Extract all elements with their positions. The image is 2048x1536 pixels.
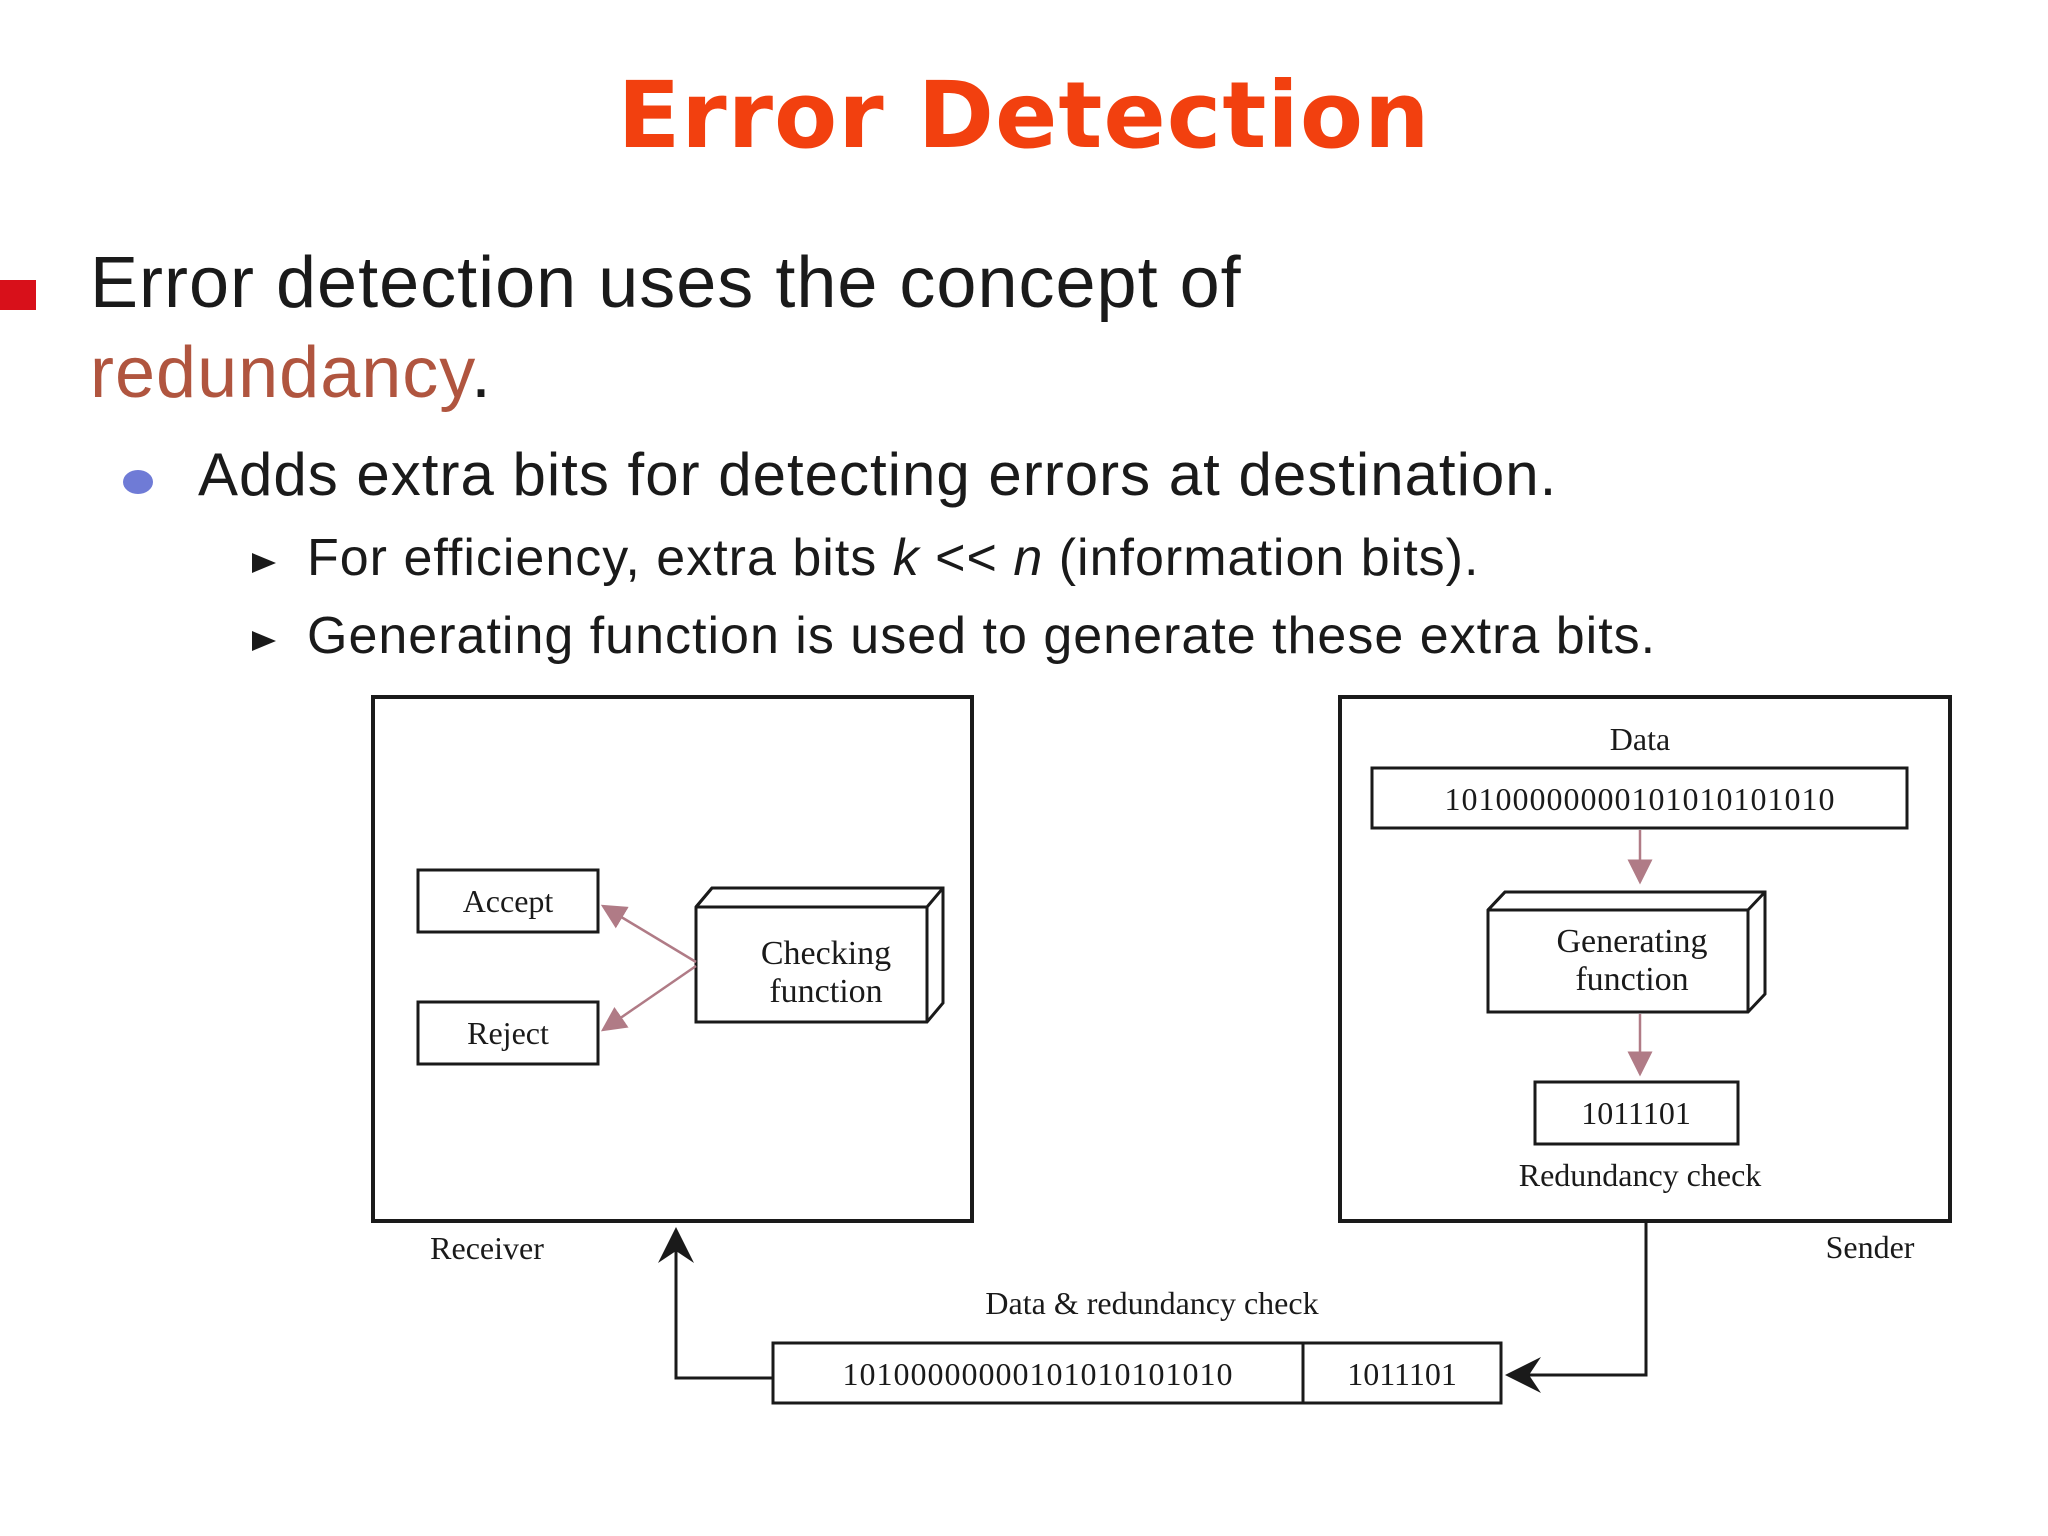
reject-label: Reject	[467, 1015, 549, 1051]
transmission-redundancy-box	[1301, 1341, 1503, 1405]
receiver-label: Receiver	[430, 1230, 544, 1266]
bullet-redundancy: Error detection uses the concept of redu…	[90, 238, 1990, 418]
bullet-efficiency: For efficiency, extra bits k << n (infor…	[307, 528, 1479, 588]
bullet-marker-triangle	[252, 553, 276, 573]
sender-data-bits: 10100000000101010101010	[1445, 781, 1836, 817]
redundancy-bits: 1011101	[1581, 1095, 1691, 1131]
receiver-box	[371, 695, 974, 1223]
accept-label: Accept	[463, 883, 554, 919]
transmission-redundancy-bits: 1011101	[1347, 1356, 1457, 1392]
accept-box	[416, 868, 600, 934]
transmission-data-bits: 10100000000101010101010	[843, 1356, 1234, 1392]
redundancy-box	[1533, 1080, 1740, 1146]
checking-function-line2: function	[769, 973, 882, 1010]
redundancy-label: Redundancy check	[1519, 1157, 1762, 1193]
generating-function-line2: function	[1575, 961, 1688, 998]
arrow-to-accept	[600, 904, 697, 964]
checking-function-line1: Checking	[761, 935, 891, 972]
generating-function-line1: Generating	[1556, 923, 1707, 960]
bullet-marker-triangle	[252, 631, 276, 651]
data-label: Data	[1610, 721, 1670, 757]
arrow-to-reject	[600, 964, 697, 1032]
operator: <<	[919, 529, 1014, 587]
bullet-extra-bits: Adds extra bits for detecting errors at …	[198, 441, 1558, 508]
slide-title: Error Detection	[617, 62, 1431, 169]
reject-box	[416, 1000, 600, 1066]
sender-label: Sender	[1826, 1229, 1915, 1265]
generating-function-box	[1486, 890, 1767, 1014]
bullet-text: (information bits).	[1043, 529, 1480, 587]
bullet-marker-dot	[123, 470, 153, 494]
bullet-period: .	[470, 333, 492, 413]
bullet-text: For efficiency, extra bits	[307, 529, 893, 587]
bullet-generating: Generating function is used to generate …	[307, 607, 1657, 665]
bullet-text: Error detection uses the concept of	[90, 243, 1242, 323]
bullet-marker-square	[0, 280, 36, 310]
arrow-sender-to-transmission	[1505, 1221, 1648, 1393]
arrow-transmission-to-receiver	[658, 1227, 773, 1380]
transmission-label: Data & redundancy check	[985, 1285, 1318, 1321]
checking-function-box	[694, 886, 945, 1024]
highlight-term: redundancy	[90, 333, 471, 413]
sender-data-box	[1370, 766, 1909, 830]
var-k: k	[892, 529, 920, 587]
var-n: n	[1013, 529, 1044, 587]
